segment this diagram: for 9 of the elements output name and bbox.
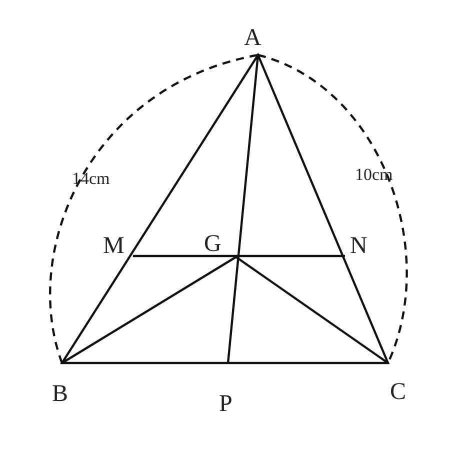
point-label: C [390, 380, 406, 404]
point-label: P [219, 392, 232, 416]
point-label: N [350, 234, 368, 258]
point-label: A [244, 26, 262, 50]
point-label: G [204, 232, 222, 256]
dimension-label: 14cm [72, 170, 110, 187]
dimension-label: 10cm [355, 166, 393, 183]
point-label: M [103, 234, 124, 258]
point-label: B [52, 382, 68, 406]
